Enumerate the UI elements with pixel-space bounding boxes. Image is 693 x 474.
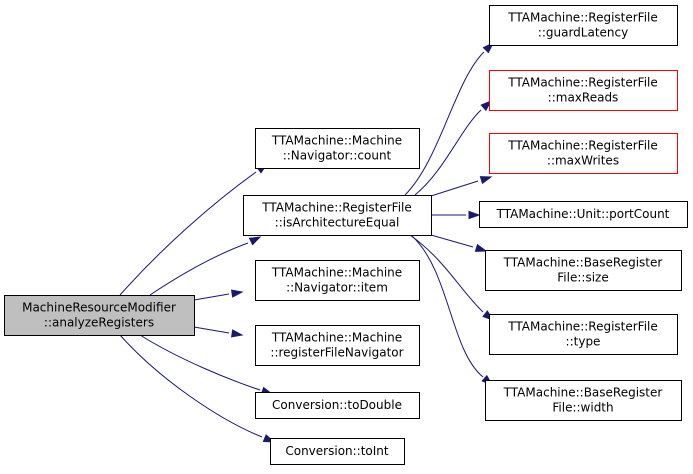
node-box (255, 325, 420, 366)
node-label-line: ::registerFileNavigator (270, 346, 403, 360)
node-rf-navigator[interactable]: TTAMachine::Machine::registerFileNavigat… (255, 325, 420, 366)
node-label-line: TTAMachine::RegisterFile (507, 139, 658, 153)
edge-root-to-nav-item (193, 289, 244, 301)
node-label-line: ::maxWrites (547, 154, 619, 168)
node-label-line: ::guardLatency (538, 26, 628, 40)
node-label-line: ::analyzeRegisters (44, 316, 154, 330)
node-to-int[interactable]: Conversion::toInt (270, 438, 405, 465)
edge-root-to-rf-navigator (193, 326, 244, 338)
node-port-count[interactable]: TTAMachine::Unit::portCount (479, 201, 688, 228)
node-label-line: TTAMachine::Machine (271, 331, 402, 345)
node-box (270, 438, 405, 465)
node-box (489, 314, 678, 355)
edge-is-arch-equal-to-port-count (431, 210, 481, 220)
edge-is-arch-equal-to-max-reads (414, 99, 493, 196)
node-box (489, 5, 678, 46)
edge-is-arch-equal-to-max-writes (430, 176, 493, 197)
node-label-line: Conversion::toDouble (272, 398, 402, 412)
edges-layer (119, 41, 495, 443)
node-box (255, 392, 420, 419)
node-nav-count[interactable]: TTAMachine::Machine::Navigator::count (255, 128, 420, 169)
node-label-line: TTAMachine::RegisterFile (507, 320, 658, 334)
node-max-reads[interactable]: TTAMachine::RegisterFile::maxReads (489, 70, 678, 111)
node-box (255, 260, 420, 301)
node-is-arch-equal[interactable]: TTAMachine::RegisterFile::isArchitecture… (243, 195, 432, 236)
edge-root-to-to-double (139, 334, 274, 395)
node-label-line: File::width (552, 401, 613, 415)
node-label-line: ::isArchitectureEqual (275, 216, 400, 230)
edge-root-to-to-int (119, 334, 276, 443)
node-label-line: TTAMachine::BaseRegister (503, 256, 663, 270)
node-label-line: TTAMachine::RegisterFile (507, 11, 658, 25)
edge-root-to-is-arch-equal (149, 236, 262, 296)
node-label-line: TTAMachine::Machine (271, 134, 402, 148)
node-box (489, 133, 678, 174)
node-box (489, 70, 678, 111)
node-label-line: ::Navigator::item (286, 281, 388, 295)
node-to-double[interactable]: Conversion::toDouble (255, 392, 420, 419)
node-label-line: ::Navigator::count (283, 149, 392, 163)
node-max-writes[interactable]: TTAMachine::RegisterFile::maxWrites (489, 133, 678, 174)
edge-is-arch-equal-to-guard-latency (404, 41, 495, 196)
edge-is-arch-equal-to-size (430, 234, 488, 252)
node-box (479, 201, 688, 228)
node-box (243, 195, 432, 236)
node-label-line: MachineResourceModifier (22, 301, 176, 315)
node-label-line: TTAMachine::BaseRegister (503, 386, 663, 400)
node-label-line: TTAMachine::Unit::portCount (496, 207, 670, 221)
node-label-line: Conversion::toInt (285, 444, 389, 458)
node-label-line: File::size (557, 271, 608, 285)
node-root[interactable]: MachineResourceModifier::analyzeRegister… (4, 295, 195, 336)
node-label-line: TTAMachine::RegisterFile (507, 76, 658, 90)
node-label-line: ::maxReads (548, 91, 619, 105)
node-box (4, 295, 195, 336)
nodes-layer: MachineResourceModifier::analyzeRegister… (4, 5, 688, 465)
node-label-line: ::type (566, 335, 601, 349)
node-label-line: TTAMachine::Machine (271, 266, 402, 280)
node-box (255, 128, 420, 169)
node-guard-latency[interactable]: TTAMachine::RegisterFile::guardLatency (489, 5, 678, 46)
node-type[interactable]: TTAMachine::RegisterFile::type (489, 314, 678, 355)
node-label-line: TTAMachine::RegisterFile (261, 201, 412, 215)
edge-is-arch-equal-to-width (410, 234, 494, 387)
node-box (485, 250, 682, 291)
node-nav-item[interactable]: TTAMachine::Machine::Navigator::item (255, 260, 420, 301)
node-box (485, 380, 682, 421)
